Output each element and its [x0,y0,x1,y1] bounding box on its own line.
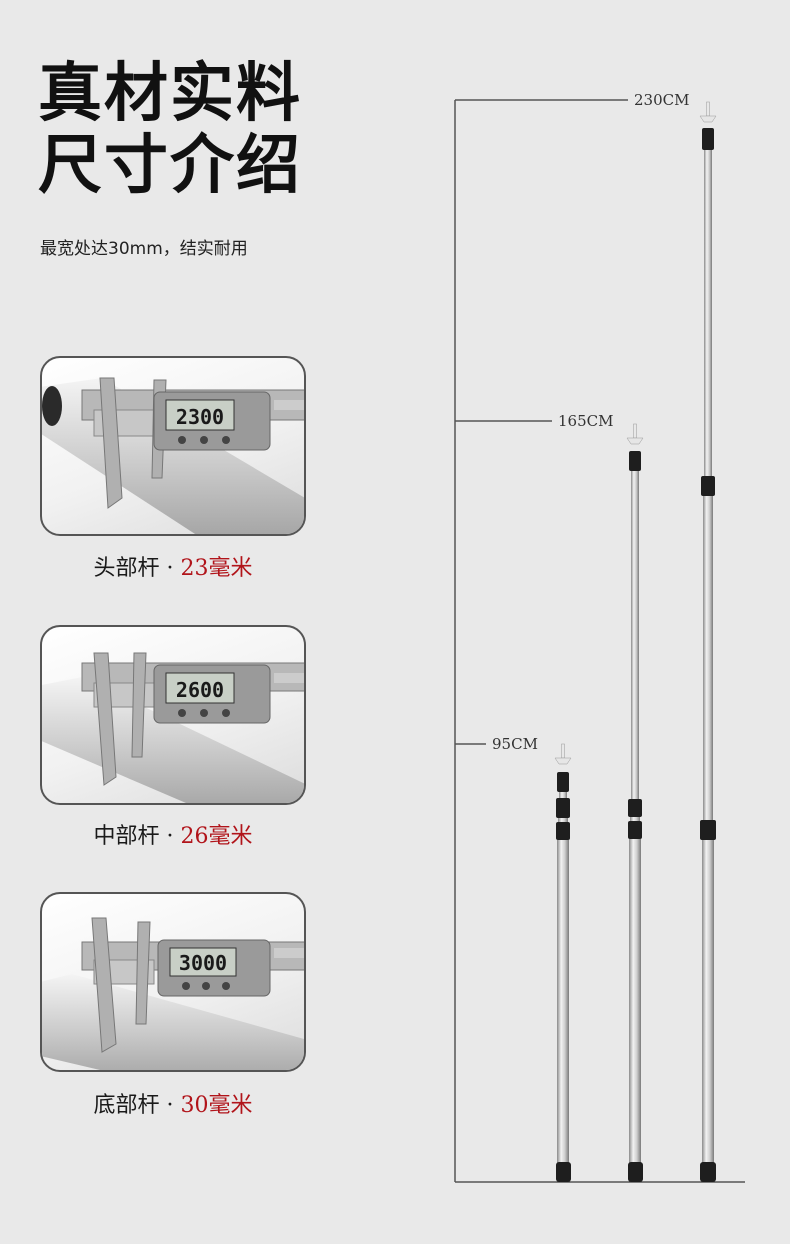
separator: · [166,1093,174,1118]
pole-165cm [626,423,644,1182]
caliper-icon: 2600 [42,652,304,803]
title-line-2: 尺寸介绍 [38,128,302,203]
page-subtitle: 最宽处达30mm，结实耐用 [40,239,248,259]
measure-value: 23毫米 [180,556,253,581]
dimension-guide [454,99,745,1183]
caliper-icon: 2300 [42,377,304,534]
pole-230cm [699,101,717,1182]
lcd-reading: 2600 [176,678,224,702]
measure-value: 30毫米 [180,1093,253,1118]
separator: · [166,556,174,581]
caption-head: 头部杆 · 23毫米 [40,550,306,582]
measure-value: 26毫米 [180,824,253,849]
lcd-reading: 2300 [176,405,224,429]
dim-label-230: 230CM [634,91,690,109]
caption-bottom: 底部杆 · 30毫米 [40,1087,306,1119]
caption-middle: 中部杆 · 26毫米 [40,818,306,850]
caliper-photo-bottom: 3000 [40,892,306,1072]
pole-95cm [554,743,572,1182]
page-title: 真材实料 尺寸介绍 [38,58,302,202]
title-line-1: 真材实料 [38,56,302,131]
part-name: 中部杆 [93,824,160,849]
caliper-photo-head: 2300 [40,356,306,536]
caliper-photo-middle: 2600 [40,625,306,805]
dim-label-95: 95CM [492,735,538,753]
dim-label-165: 165CM [558,412,614,430]
part-name: 底部杆 [93,1093,160,1118]
caliper-icon: 3000 [42,917,304,1070]
part-name: 头部杆 [93,556,160,581]
separator: · [166,824,174,849]
lcd-reading: 3000 [179,951,227,975]
